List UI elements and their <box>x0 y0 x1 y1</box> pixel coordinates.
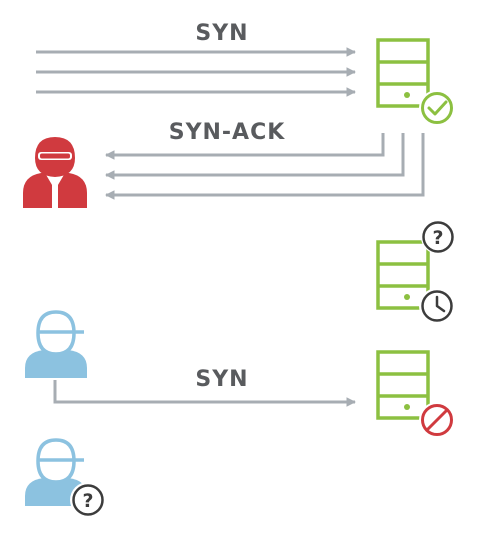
blocked-icon <box>419 402 455 438</box>
question-circle-icon: ? <box>421 220 455 254</box>
syn-ack-label: SYN-ACK <box>169 120 286 145</box>
syn-label-bottom: SYN <box>195 367 248 392</box>
user-icon <box>25 310 87 378</box>
server-icon <box>376 350 430 420</box>
syn-ack-arrows <box>105 133 425 200</box>
syn-label-top: SYN <box>195 21 248 46</box>
syn-ack-arrow <box>105 133 405 180</box>
syn-arrows-top <box>36 47 356 97</box>
server-led <box>404 404 410 410</box>
question-mark: ? <box>432 227 443 249</box>
server-led <box>404 92 410 98</box>
server-icon <box>376 240 430 310</box>
server-led <box>404 294 410 300</box>
syn-arrow-client <box>53 380 356 407</box>
hacker-icon <box>23 137 87 208</box>
syn-ack-arrow <box>105 133 385 160</box>
question-mark: ? <box>82 490 93 512</box>
syn-ack-arrow <box>105 133 425 200</box>
question-circle-icon: ? <box>70 482 106 518</box>
check-circle-icon <box>419 90 455 126</box>
clock-icon <box>419 288 455 324</box>
server-icon <box>376 38 430 108</box>
